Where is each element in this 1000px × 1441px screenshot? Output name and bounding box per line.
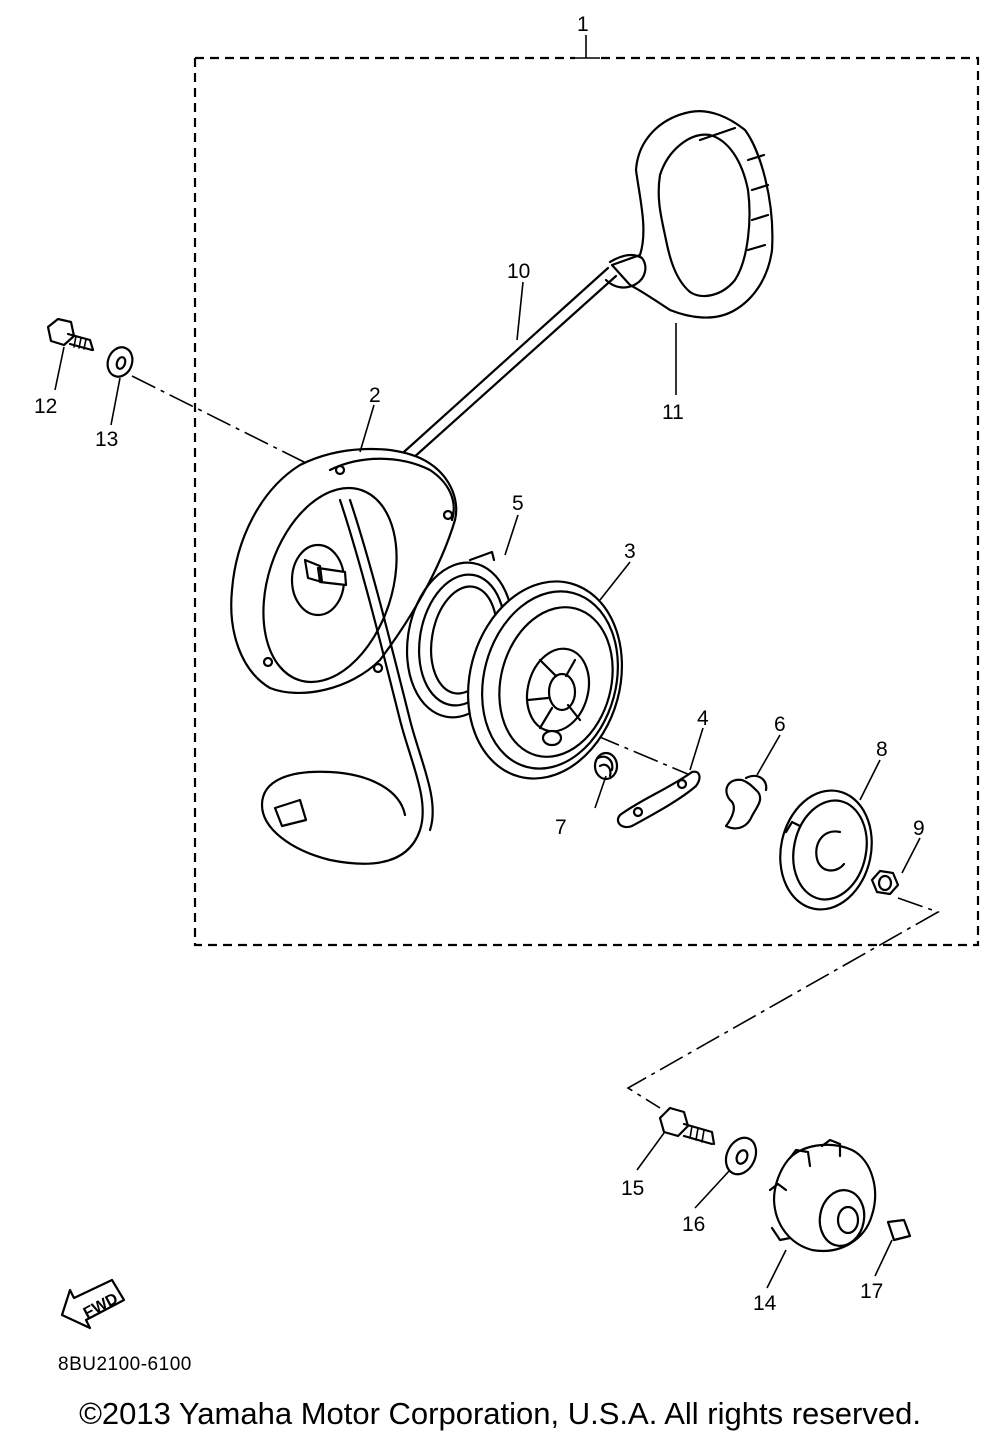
bolt-part-15 <box>658 1106 716 1146</box>
starter-pulley-part-14 <box>768 1138 877 1253</box>
label-part-8: 8 <box>876 738 888 761</box>
label-part-16: 16 <box>682 1213 705 1236</box>
starter-handle-part-11 <box>604 110 774 319</box>
drive-plate-part-8 <box>779 789 873 911</box>
label-part-13: 13 <box>95 428 118 451</box>
label-part-9: 9 <box>913 817 925 840</box>
washer-part-16 <box>724 1136 758 1176</box>
bolt-part-12 <box>46 317 95 352</box>
starter-rope-part-10 <box>393 266 618 470</box>
label-part-10: 10 <box>507 260 530 283</box>
label-part-6: 6 <box>774 713 786 736</box>
nut-part-9 <box>870 869 900 896</box>
diagram-code: 8BU2100-6100 <box>58 1354 192 1375</box>
label-part-3: 3 <box>624 540 636 563</box>
label-part-14: 14 <box>753 1292 777 1315</box>
starter-housing-part-2 <box>230 447 458 865</box>
label-part-17: 17 <box>860 1280 883 1303</box>
label-part-12: 12 <box>34 395 57 418</box>
part-labels: 1 2 3 4 5 6 7 8 9 10 11 12 13 14 15 16 1… <box>34 13 925 1315</box>
pawl-part-4 <box>616 770 701 829</box>
label-part-1: 1 <box>577 13 589 36</box>
washer-part-13 <box>106 346 134 378</box>
spring-part-7 <box>593 751 619 781</box>
label-part-7: 7 <box>555 816 567 839</box>
copyright-notice: ©2013 Yamaha Motor Corporation, U.S.A. A… <box>79 1396 921 1431</box>
rope-reel-part-3 <box>466 580 624 780</box>
forward-arrow-icon: FWD <box>60 1278 126 1330</box>
leader-lines <box>54 281 921 1289</box>
label-part-4: 4 <box>697 707 709 730</box>
label-part-15: 15 <box>621 1177 644 1200</box>
alignment-lines <box>131 375 940 1109</box>
label-part-5: 5 <box>512 492 524 515</box>
label-part-11: 11 <box>662 401 684 424</box>
spring-clip-part-6 <box>724 774 768 830</box>
label-part-2: 2 <box>369 384 381 407</box>
assembly-boundary <box>193 35 980 947</box>
key-part-17 <box>886 1218 912 1242</box>
